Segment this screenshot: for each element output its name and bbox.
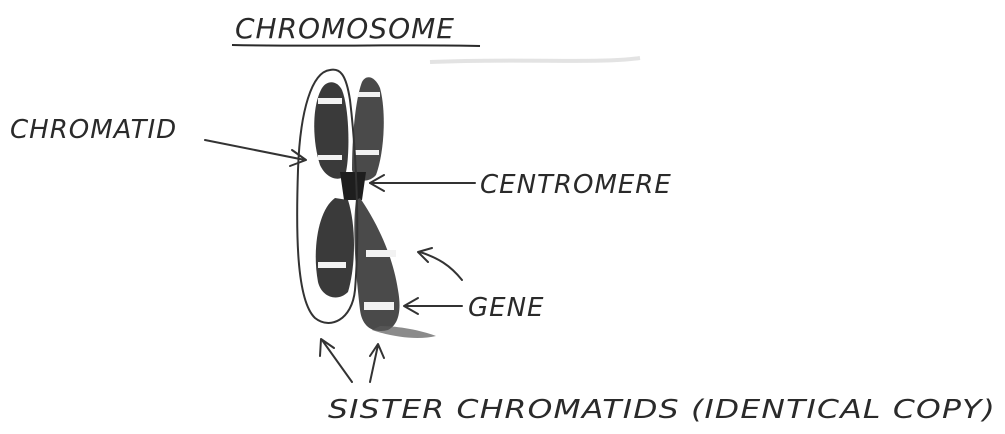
band-3 [358,92,380,97]
band-6 [366,250,396,257]
centromere [340,172,366,200]
title-underline [232,45,480,46]
chromatid-right-lower [354,198,399,331]
band-arrow [420,252,462,280]
sister-arrow-left [322,340,352,382]
band-4 [355,150,379,155]
chromatid-left-lower [316,198,354,297]
chromosome-shadow [372,326,436,338]
centromere-label: CENTROMERE [480,170,672,200]
gene-label: GENE [468,293,544,323]
band-5 [318,262,346,268]
band-1 [318,98,342,104]
band-2 [318,155,342,160]
sister-chromatids-label: SISTER CHROMATIDS (IDENTICAL COPY) [328,395,996,425]
chromatid-label: CHROMATID [10,115,177,145]
band-gene [364,302,394,310]
chromatid-arrow [205,140,305,160]
paper-smudge [430,58,640,62]
chromatid-left-upper [314,82,348,178]
diagram-title: CHROMOSOME [235,12,455,45]
